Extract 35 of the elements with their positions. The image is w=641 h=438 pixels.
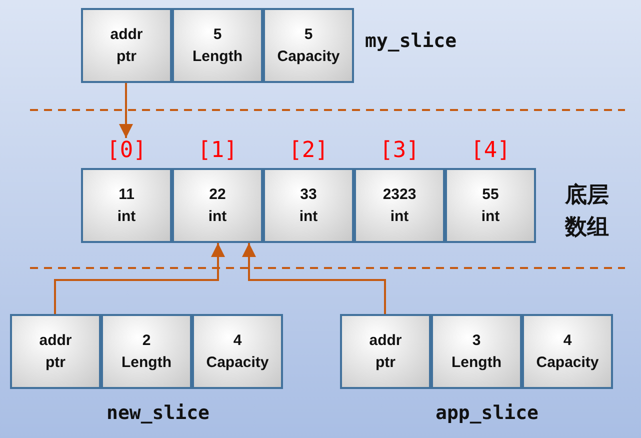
cell-text: 5 Capacity	[277, 24, 340, 66]
slice-name: new_slice	[106, 402, 210, 424]
header-cell	[10, 314, 101, 389]
index-label: [4]	[470, 138, 512, 164]
arrow	[242, 243, 386, 314]
arrow	[54, 243, 225, 314]
cell-text: 22 int	[208, 184, 227, 226]
cell-text: 2323 int	[382, 184, 416, 226]
cell-text: 11 int	[117, 184, 136, 226]
cell-text: 3 Length	[452, 330, 502, 372]
cell-text: 2 Length	[122, 330, 172, 372]
cell-text: 55 int	[481, 184, 500, 226]
slice-name: my_slice	[365, 30, 457, 52]
cell-text: addr ptr	[110, 24, 143, 66]
array-label: 底层数组	[565, 182, 610, 242]
header-cell	[172, 8, 263, 83]
cell-text: 33 int	[299, 184, 318, 226]
header-cell	[81, 8, 172, 83]
header-cell	[431, 314, 522, 389]
cell-text: 4 Capacity	[536, 330, 599, 372]
cell-text: 5 Length	[192, 24, 242, 66]
slice-name: app_slice	[434, 402, 540, 424]
header-cell	[101, 314, 192, 389]
cell-text: addr ptr	[369, 330, 402, 372]
index-label: [2]	[288, 138, 330, 164]
cell-text: 4 Capacity	[206, 330, 269, 372]
cell-text: addr ptr	[39, 330, 72, 372]
header-cell	[522, 314, 613, 389]
header-cell	[192, 314, 283, 389]
header-cell	[263, 8, 354, 83]
index-label: [0]	[106, 138, 148, 164]
index-label: [3]	[378, 138, 420, 164]
header-cell	[340, 314, 431, 389]
index-label: [1]	[196, 138, 238, 164]
arrow	[119, 83, 133, 138]
